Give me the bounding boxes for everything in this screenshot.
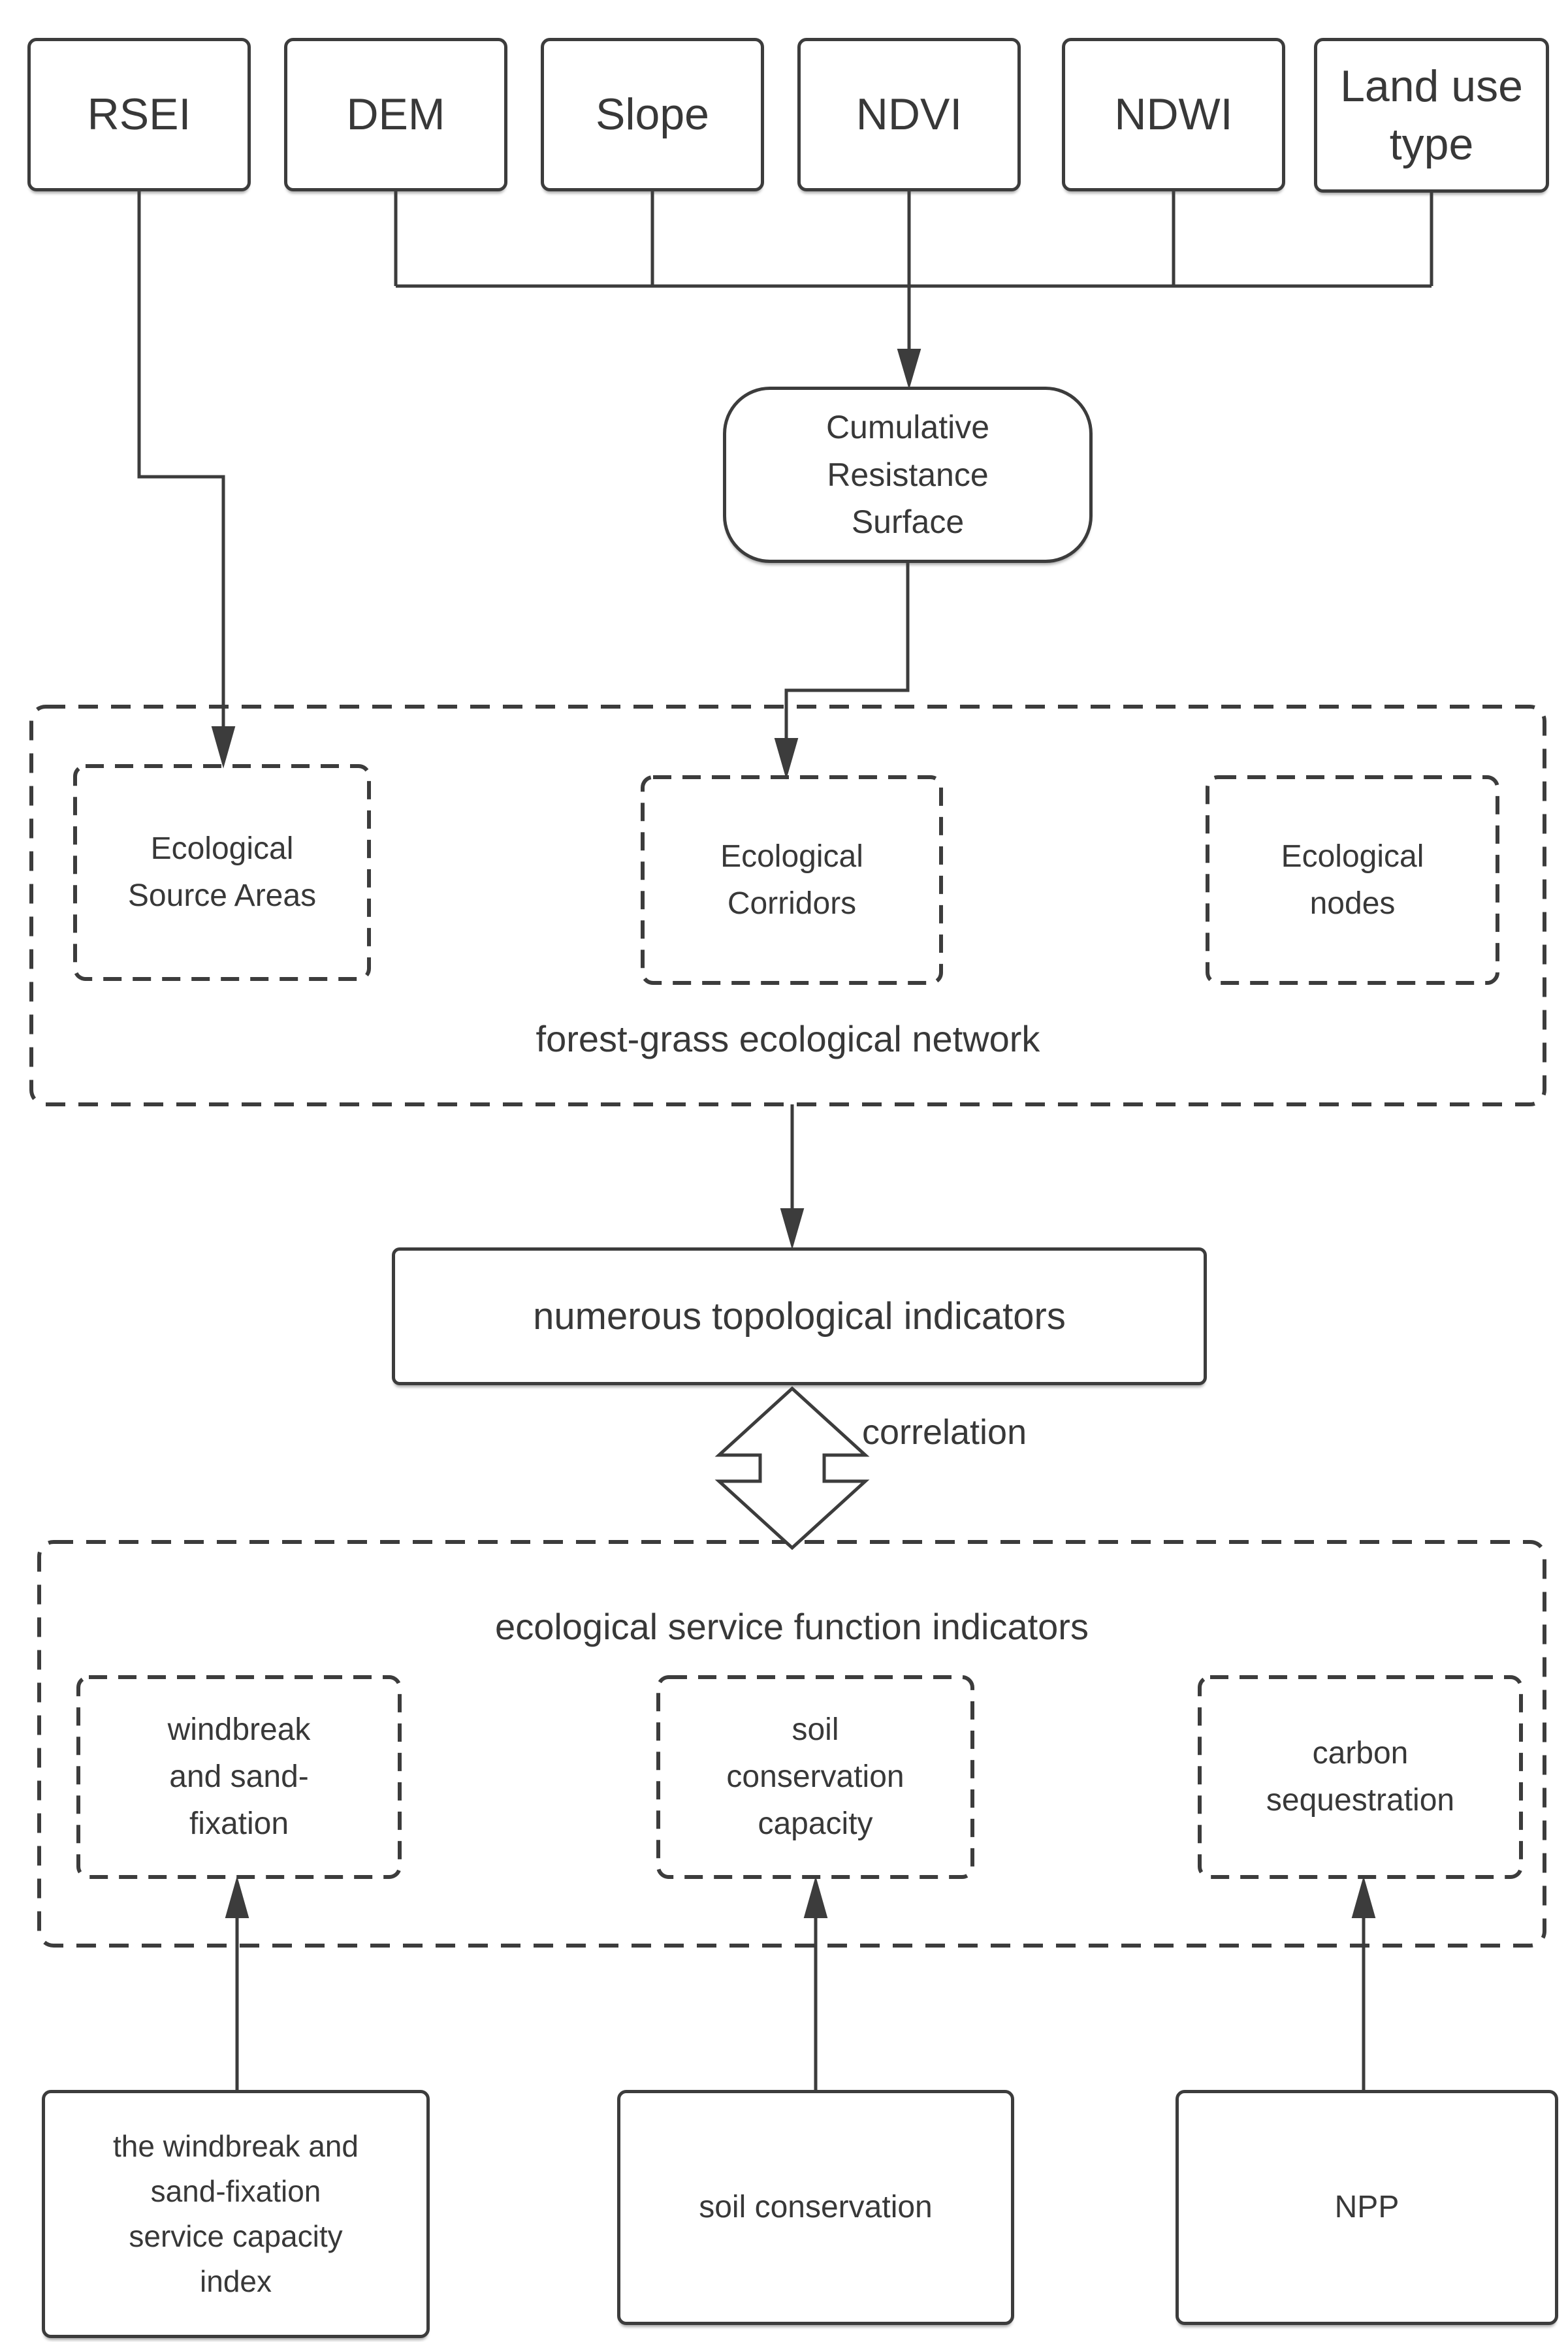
windbreak-frame [76,1675,402,1879]
cumulative-resistance-surface-label: Cumulative Resistance Surface [825,409,990,541]
arrow-down-icon [897,349,921,390]
box-soil-conservation: soil conservation [617,2090,1014,2325]
box-rsei-label: RSEI [87,89,191,140]
npp-label: NPP [1334,2190,1400,2224]
carbon-frame [1198,1675,1523,1879]
ecological-corridors-label: Ecological Corridors [720,839,863,921]
arrow-up-icon [803,1876,828,1918]
box-carbon-sequestration: carbon sequestration [1200,1677,1521,1877]
box-ndwi: NDWI [1062,38,1285,191]
nodes-frame [1206,775,1499,985]
box-ecological-source-areas: Ecological Source Areas [75,766,369,979]
network-container-title: forest-grass ecological network [31,1016,1544,1063]
box-windbreak-index: the windbreak and sand-fixation service … [42,2090,430,2338]
carbon-sequestration-label: carbon sequestration [1266,1736,1455,1818]
topological-indicators-label: numerous topological indicators [533,1294,1066,1338]
windbreak-index-label: the windbreak and sand-fixation service … [113,2129,359,2298]
box-ndvi-label: NDVI [856,89,963,140]
box-land-use-type-label: Land use type [1340,61,1523,169]
arrow-up-icon [225,1876,249,1918]
box-rsei: RSEI [27,38,251,191]
resistance-to-corridors-line [784,563,910,740]
ecological-nodes-label: Ecological nodes [1281,839,1424,921]
box-dem: DEM [284,38,507,191]
network-container-title-text: forest-grass ecological network [536,1018,1040,1060]
soil-capacity-frame [656,1675,974,1879]
correlation-label-text: correlation [862,1413,1027,1452]
box-dem-label: DEM [346,89,445,140]
double-arrow-icon [714,1386,870,1550]
box-ndwi-label: NDWI [1114,89,1233,140]
box-npp: NPP [1176,2090,1558,2325]
box-land-use-type: Land use type [1314,38,1549,193]
corridors-frame [641,775,943,985]
box-ndvi: NDVI [797,38,1021,191]
soil-conservation-capacity-label: soil conservation capacity [726,1712,904,1841]
box-ecological-nodes: Ecological nodes [1208,777,1497,983]
arrow-up-icon [1351,1876,1376,1918]
box-slope-label: Slope [596,89,709,140]
ecological-source-areas-label: Ecological Source Areas [127,831,317,913]
box-cumulative-resistance-surface: Cumulative Resistance Surface [723,387,1093,563]
soil-conservation-label: soil conservation [699,2190,933,2224]
box-soil-conservation-capacity: soil conservation capacity [658,1677,972,1877]
box-ecological-corridors: Ecological Corridors [643,777,941,983]
box-windbreak-sand-fixation: windbreak and sand-fixation [78,1677,400,1877]
box-topological-indicators: numerous topological indicators [392,1247,1207,1385]
arrow-down-icon [774,738,799,780]
correlation-label: correlation [862,1409,1189,1455]
service-container-title-text: ecological service function indicators [495,1606,1089,1648]
windbreak-sand-fixation-label: windbreak and sand-fixation [167,1712,311,1841]
arrow-down-icon [211,726,236,769]
source-areas-frame [73,764,371,981]
arrow-down-icon [780,1208,805,1250]
rsei-to-source-line [137,191,225,729]
box-slope: Slope [541,38,764,191]
service-container-title: ecological service function indicators [39,1603,1544,1650]
